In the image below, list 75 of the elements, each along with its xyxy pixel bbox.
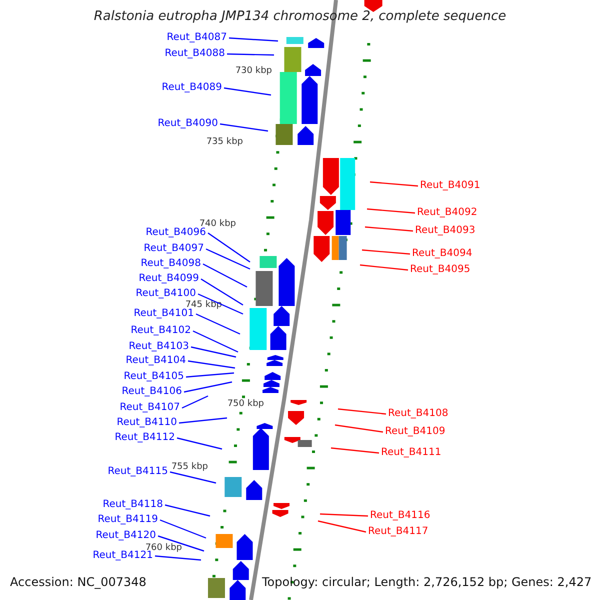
leader-line	[360, 264, 408, 271]
gene-label: Reut_B4121	[92, 549, 153, 563]
gene-label: Reut_B4116	[370, 509, 430, 523]
leader-line	[154, 555, 202, 561]
gene-label: Reut_B4117	[368, 525, 428, 539]
gene-label: Reut_B4104	[126, 354, 186, 368]
gene-label: Reut_B4098	[140, 257, 201, 271]
scale-label: 735 kbp	[206, 136, 243, 149]
leader-line	[196, 313, 240, 335]
leader-line	[158, 535, 204, 552]
gene-label: Reut_B4090	[158, 117, 218, 131]
leader-line	[208, 232, 250, 262]
gene-label: Reut_B4087	[166, 31, 227, 45]
leader-line	[364, 226, 414, 232]
gene-label: Reut_B4112	[114, 431, 175, 445]
leader-line	[318, 520, 366, 533]
leader-line	[192, 330, 238, 353]
gene-label: Reut_B4115	[108, 465, 168, 479]
leader-line	[184, 381, 232, 393]
gene-label: Reut_B4099	[138, 272, 199, 286]
leader-line	[200, 278, 244, 306]
gene-label: Reut_B4096	[146, 226, 206, 240]
scale-label: 745 kbp	[185, 299, 222, 310]
leader-line	[330, 447, 380, 454]
gene-label: Reut_B4107	[120, 401, 180, 415]
leader-line	[178, 417, 228, 424]
leader-line	[190, 346, 236, 358]
leader-line	[182, 395, 208, 409]
gene-label: Reut_B4110	[116, 416, 177, 430]
leader-line	[164, 504, 210, 517]
leader-line	[198, 293, 244, 315]
leader-line	[228, 37, 278, 42]
title: Ralstonia eutropha JMP134 chromosome 2, complete sequence	[92, 10, 508, 24]
gene-label: Reut_B4111	[381, 446, 442, 460]
leader-line	[202, 263, 248, 288]
leader-line	[370, 181, 418, 187]
scale-label: 750 kbp	[227, 398, 264, 411]
leader-line	[160, 519, 206, 539]
gene-label: Reut_B4093	[415, 224, 476, 238]
gene-label: Reut_B4101	[134, 307, 194, 321]
accession-text: Accession: NC_007348	[10, 575, 146, 589]
scale-label: 755 kbp	[171, 461, 208, 474]
leader-line	[366, 208, 416, 214]
leader-line	[206, 248, 250, 270]
gene-label: Reut_B4100	[136, 287, 196, 301]
gene-label: Reut_B4106	[122, 385, 182, 399]
gene-label: Reut_B4102	[130, 324, 191, 338]
scale-label: 730 kbp	[235, 65, 272, 78]
leader-line	[226, 53, 274, 56]
leader-line	[224, 87, 272, 96]
gene-label: Reut_B4088	[164, 47, 225, 61]
gene-label: Reut_B4095	[410, 263, 470, 277]
leader-line	[220, 123, 268, 132]
gene-label: Reut_B4109	[385, 425, 446, 439]
leader-line	[188, 360, 236, 369]
leader-line	[186, 372, 234, 378]
gene-label: Reut_B4092	[417, 206, 478, 220]
gene-label: Reut_B4105	[124, 370, 184, 384]
leader-line	[334, 424, 384, 433]
gene-label: Reut_B4097	[144, 242, 204, 256]
gene-label: Reut_B4091	[420, 179, 480, 193]
gene-label: Reut_B4103	[128, 340, 189, 354]
leader-line	[176, 437, 222, 450]
gene-label: Reut_B4094	[412, 247, 472, 261]
leader-line	[338, 408, 386, 415]
leader-line	[170, 471, 216, 484]
gene-label: Reut_B4108	[388, 407, 448, 421]
leader-line	[362, 249, 410, 255]
gene-label: Reut_B4119	[98, 513, 158, 527]
gene-label: Reut_B4089	[162, 81, 222, 95]
leader-line	[320, 513, 368, 517]
summary-text: Topology: circular; Length: 2,726,152 bp; Genes: 2,427	[262, 575, 592, 589]
gene-label: Reut_B4120	[96, 529, 156, 543]
gene-label: Reut_B4118	[102, 498, 163, 512]
scale-label: 740 kbp	[199, 218, 236, 229]
